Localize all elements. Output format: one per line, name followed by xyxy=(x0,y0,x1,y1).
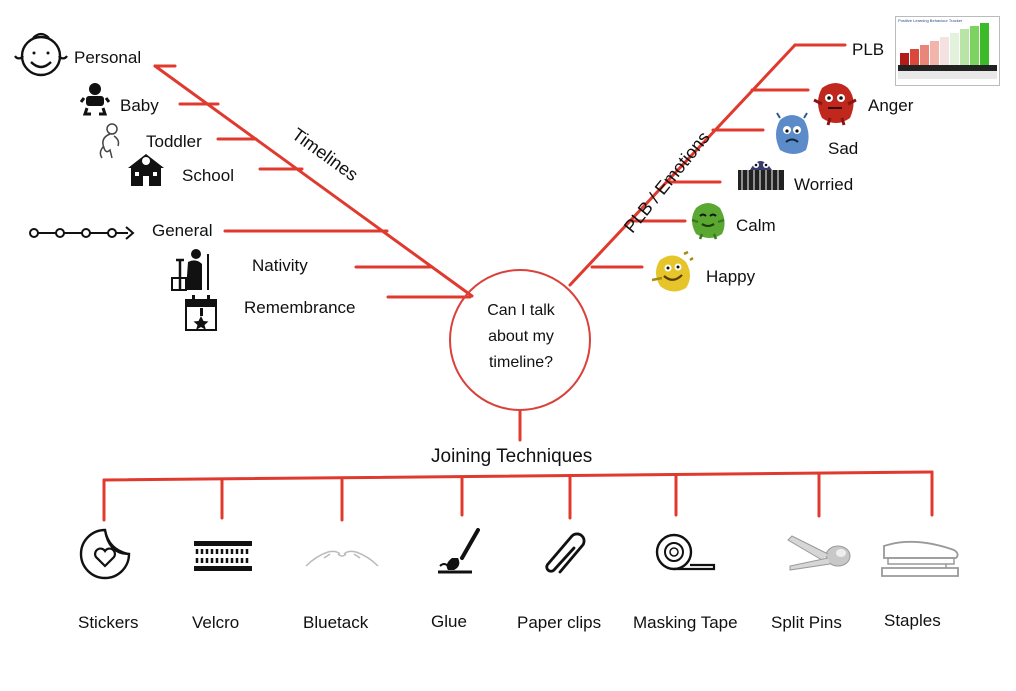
center-question: Can I talk about my timeline? xyxy=(455,298,587,376)
emotion-item-worried: Worried xyxy=(794,175,854,194)
center-line-3: timeline? xyxy=(488,354,554,371)
bluetack-hands-icon xyxy=(305,550,379,567)
split-pin-icon xyxy=(787,535,851,571)
school-icon xyxy=(128,154,164,186)
glue-brush-icon xyxy=(438,528,480,574)
emotion-item-happy: Happy xyxy=(706,267,756,286)
nativity-icon xyxy=(171,249,209,291)
timeline-item-baby: Baby xyxy=(120,96,159,115)
sad-monster-icon xyxy=(776,112,809,154)
plb-chart-bars xyxy=(898,23,997,79)
masking-tape-icon xyxy=(655,533,716,571)
center-circle xyxy=(449,269,591,411)
joining-item-staples: Staples xyxy=(884,611,941,630)
worried-monster-icon xyxy=(738,161,784,190)
timeline-item-school: School xyxy=(182,166,234,185)
baby-icon xyxy=(80,83,110,116)
toddler-icon xyxy=(99,123,120,159)
timeline-item-nativity: Nativity xyxy=(252,256,308,275)
emotion-item-calm: Calm xyxy=(736,216,776,235)
center-line-2: about my xyxy=(488,328,554,345)
emotion-item-anger: Anger xyxy=(868,96,914,115)
joining-item-split-pins: Split Pins xyxy=(771,613,842,632)
joining-item-glue: Glue xyxy=(431,612,467,631)
emotion-item-plb: PLB xyxy=(852,40,885,59)
timeline-item-toddler: Toddler xyxy=(146,132,202,151)
timeline-item-remembrance: Remembrance xyxy=(244,298,356,317)
remembrance-calendar-icon xyxy=(185,295,217,331)
paper-clip-icon xyxy=(545,532,586,574)
baby-face-icon xyxy=(14,32,68,77)
joining-item-stickers: Stickers xyxy=(78,613,139,632)
emotion-item-sad: Sad xyxy=(828,139,859,158)
timeline-item-personal: Personal xyxy=(74,48,142,67)
calm-monster-icon xyxy=(691,203,725,240)
branch-title-joining: Joining Techniques xyxy=(431,446,593,467)
joining-item-bluetack: Bluetack xyxy=(303,613,369,632)
joining-item-paper-clips: Paper clips xyxy=(517,613,602,632)
joining-item-masking-tape: Masking Tape xyxy=(633,613,738,632)
happy-monster-icon xyxy=(651,250,694,292)
anger-monster-icon xyxy=(813,83,857,126)
velcro-icon xyxy=(194,541,252,571)
joining-item-velcro: Velcro xyxy=(192,613,240,632)
plb-chart-thumbnail: Positive Learning Behaviour Tracker xyxy=(895,16,1000,86)
timeline-item-general: General xyxy=(152,221,213,240)
sticker-heart-icon xyxy=(79,528,131,580)
plb-chart-title: Positive Learning Behaviour Tracker xyxy=(898,18,963,23)
stapler-icon xyxy=(881,540,959,577)
center-line-1: Can I talk xyxy=(487,302,555,319)
timeline-arrow-icon xyxy=(29,226,135,240)
